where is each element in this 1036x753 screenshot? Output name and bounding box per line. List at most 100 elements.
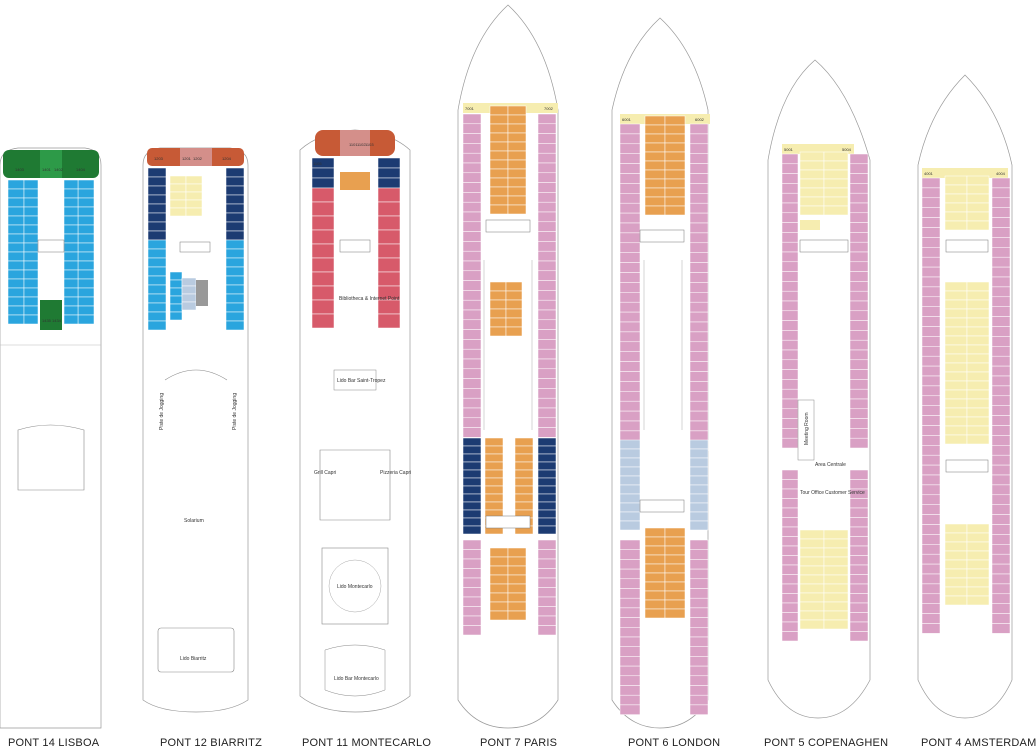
cabin-cell xyxy=(823,592,849,603)
cabin-cell xyxy=(147,293,167,304)
cabin-cell xyxy=(77,260,95,271)
cabin-cell xyxy=(689,448,709,459)
cabin-cell xyxy=(799,601,825,612)
cabin-column xyxy=(377,157,401,189)
cabin-cell xyxy=(63,179,79,190)
deck-label-copenaghen: PONT 5 COPENAGHEN xyxy=(764,737,889,749)
cabin-cell xyxy=(7,251,25,262)
cabin-cell xyxy=(311,285,335,301)
cabin-cell xyxy=(689,163,709,174)
cabin-cell xyxy=(484,437,504,447)
cabin-cell xyxy=(991,375,1011,387)
cabin-cell xyxy=(489,177,509,188)
cabin-cell xyxy=(377,187,401,203)
cabin-cell xyxy=(537,358,557,370)
cabin-cell xyxy=(644,196,666,207)
venue-label: Lido Bar Saint-Tropez xyxy=(337,378,386,384)
cabin-cell xyxy=(849,621,869,632)
cabin-cell xyxy=(507,547,527,558)
cabin-cell xyxy=(169,295,183,305)
cabin-column xyxy=(311,187,335,329)
cabin-label: 1201 xyxy=(182,156,192,161)
cabin-cell xyxy=(921,336,941,347)
cabin-cell xyxy=(991,494,1011,505)
service-core xyxy=(37,239,65,253)
cabin-cell xyxy=(619,311,641,323)
cabin-cell xyxy=(619,430,641,442)
cabin-cell xyxy=(462,172,482,183)
cabin-cell xyxy=(619,578,641,589)
cabin-cell xyxy=(991,563,1011,575)
cabin-cell xyxy=(489,592,509,603)
cabin-cell xyxy=(991,534,1011,545)
cabin-label: 4004 xyxy=(996,171,1006,176)
cabin-cell xyxy=(462,201,482,213)
cabin-cell xyxy=(484,469,504,479)
cabin-cell xyxy=(537,378,557,389)
cabin-cell xyxy=(849,251,869,263)
cabin-cell xyxy=(505,317,523,328)
cabin-cell xyxy=(921,415,941,426)
cabin-cell xyxy=(689,568,709,580)
cabin-cell xyxy=(921,583,941,595)
cabin-cell xyxy=(689,252,709,263)
cabin-cell xyxy=(689,685,709,696)
cabin-cell xyxy=(966,568,990,579)
cabin-cell xyxy=(849,232,869,243)
cabin-cell xyxy=(537,525,557,535)
cabin-cell xyxy=(781,612,799,623)
cabin-cell xyxy=(537,192,557,203)
cabin-cell xyxy=(147,221,167,232)
cabin-cell xyxy=(966,380,990,391)
hull-outline xyxy=(457,4,559,729)
cabin-cell xyxy=(462,469,482,479)
cabin-cell xyxy=(966,317,990,328)
cabin-cell xyxy=(689,617,709,628)
cabin-cell xyxy=(537,133,557,144)
cabin-cell xyxy=(77,233,95,244)
cabin-cell xyxy=(689,282,709,293)
cabin-cell xyxy=(689,694,709,706)
cabin-cell xyxy=(181,301,197,311)
cabin-cell xyxy=(147,239,167,250)
cabin-cell xyxy=(619,143,641,154)
cabin-cell xyxy=(462,348,482,360)
cabin-cell xyxy=(944,434,968,445)
cabin-column xyxy=(181,277,197,311)
cabin-cell xyxy=(514,485,534,495)
cabin-cell xyxy=(991,197,1011,208)
cabin-cell xyxy=(664,187,686,198)
cabin-cell xyxy=(644,124,666,135)
cabin-cell xyxy=(689,656,709,667)
cabin-cell xyxy=(169,311,183,321)
cabin-cell xyxy=(966,398,990,409)
cabin-cell xyxy=(7,188,25,199)
cabin-cell xyxy=(644,554,666,565)
cabin-cell xyxy=(147,320,167,331)
cabin-cell xyxy=(147,230,167,241)
cabin-cell xyxy=(781,602,799,613)
cabin-column xyxy=(505,281,523,337)
cabin-column xyxy=(823,529,849,630)
cabin-cell xyxy=(169,271,183,281)
cabin-cell xyxy=(147,266,167,277)
cabin-cell xyxy=(462,329,482,340)
lido-montecarlo-pool xyxy=(321,547,389,625)
cabin-cell xyxy=(781,281,799,292)
cabin-cell xyxy=(849,428,869,439)
cabin-cell xyxy=(23,215,39,226)
cabin-cell xyxy=(225,185,245,196)
cabin-cell xyxy=(799,619,825,630)
cabin-cell xyxy=(23,242,39,253)
cabin-cell xyxy=(689,391,709,402)
cabin-cell xyxy=(823,547,849,558)
cabin-cell xyxy=(823,178,849,189)
cabin-cell xyxy=(514,477,534,487)
deck-biarritz: 1203 1201 1202 1204 Piste de Jogging Pis… xyxy=(142,147,249,713)
cabin-cell xyxy=(169,287,183,297)
cabin-cell xyxy=(781,222,799,233)
cabin-cell xyxy=(63,224,79,235)
cabin-cell xyxy=(781,261,799,272)
cabin-cell xyxy=(147,302,167,313)
cabin-cell xyxy=(377,215,401,231)
